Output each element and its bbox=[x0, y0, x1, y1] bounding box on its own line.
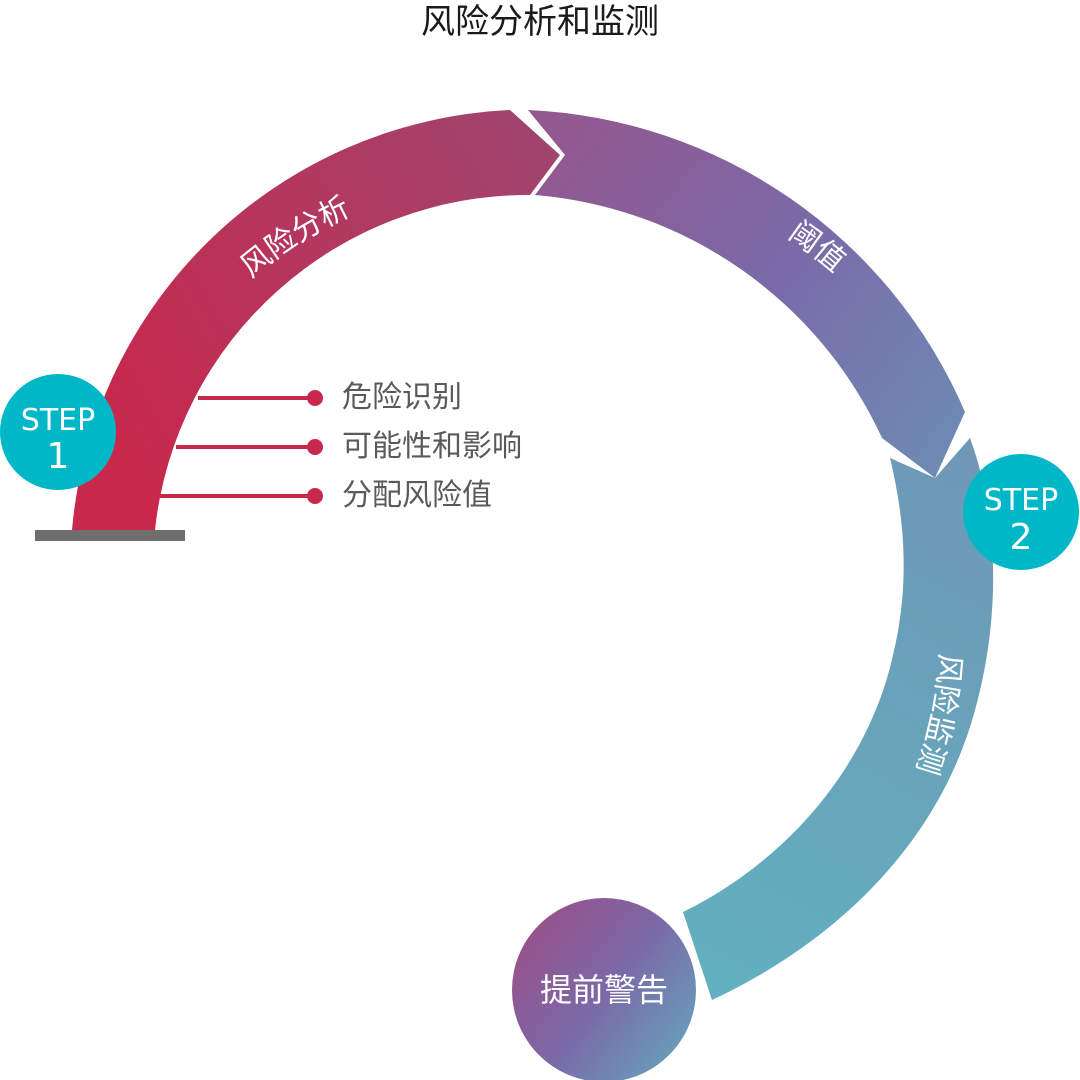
step-2-node: STEP 2 bbox=[963, 454, 1079, 570]
base-bar bbox=[35, 530, 185, 541]
connector-dot bbox=[307, 390, 323, 406]
page-title: 风险分析和监测 bbox=[421, 2, 659, 42]
early-warning-circle bbox=[512, 898, 696, 1080]
step-1-top: STEP bbox=[21, 403, 95, 438]
connector-dot bbox=[307, 439, 323, 455]
connector-dot bbox=[307, 488, 323, 504]
analysis-band bbox=[72, 110, 560, 530]
early-warning-node: 提前警告 bbox=[512, 898, 696, 1080]
early-warning-label: 提前警告 bbox=[540, 971, 668, 1009]
connector-lines bbox=[160, 390, 323, 504]
step-1-circle bbox=[0, 374, 116, 490]
step-2-number: 2 bbox=[1010, 517, 1033, 558]
item-likelihood-impact: 可能性和影响 bbox=[342, 429, 522, 464]
step-2-top: STEP bbox=[984, 483, 1058, 518]
item-assign-risk-value: 分配风险值 bbox=[342, 478, 492, 513]
threshold-band bbox=[528, 110, 965, 478]
step-2-circle bbox=[963, 454, 1079, 570]
item-hazard-identification: 危险识别 bbox=[342, 380, 462, 415]
step-1-node: STEP 1 bbox=[0, 374, 116, 490]
step-1-number: 1 bbox=[47, 436, 70, 477]
monitoring-band bbox=[683, 438, 994, 1000]
